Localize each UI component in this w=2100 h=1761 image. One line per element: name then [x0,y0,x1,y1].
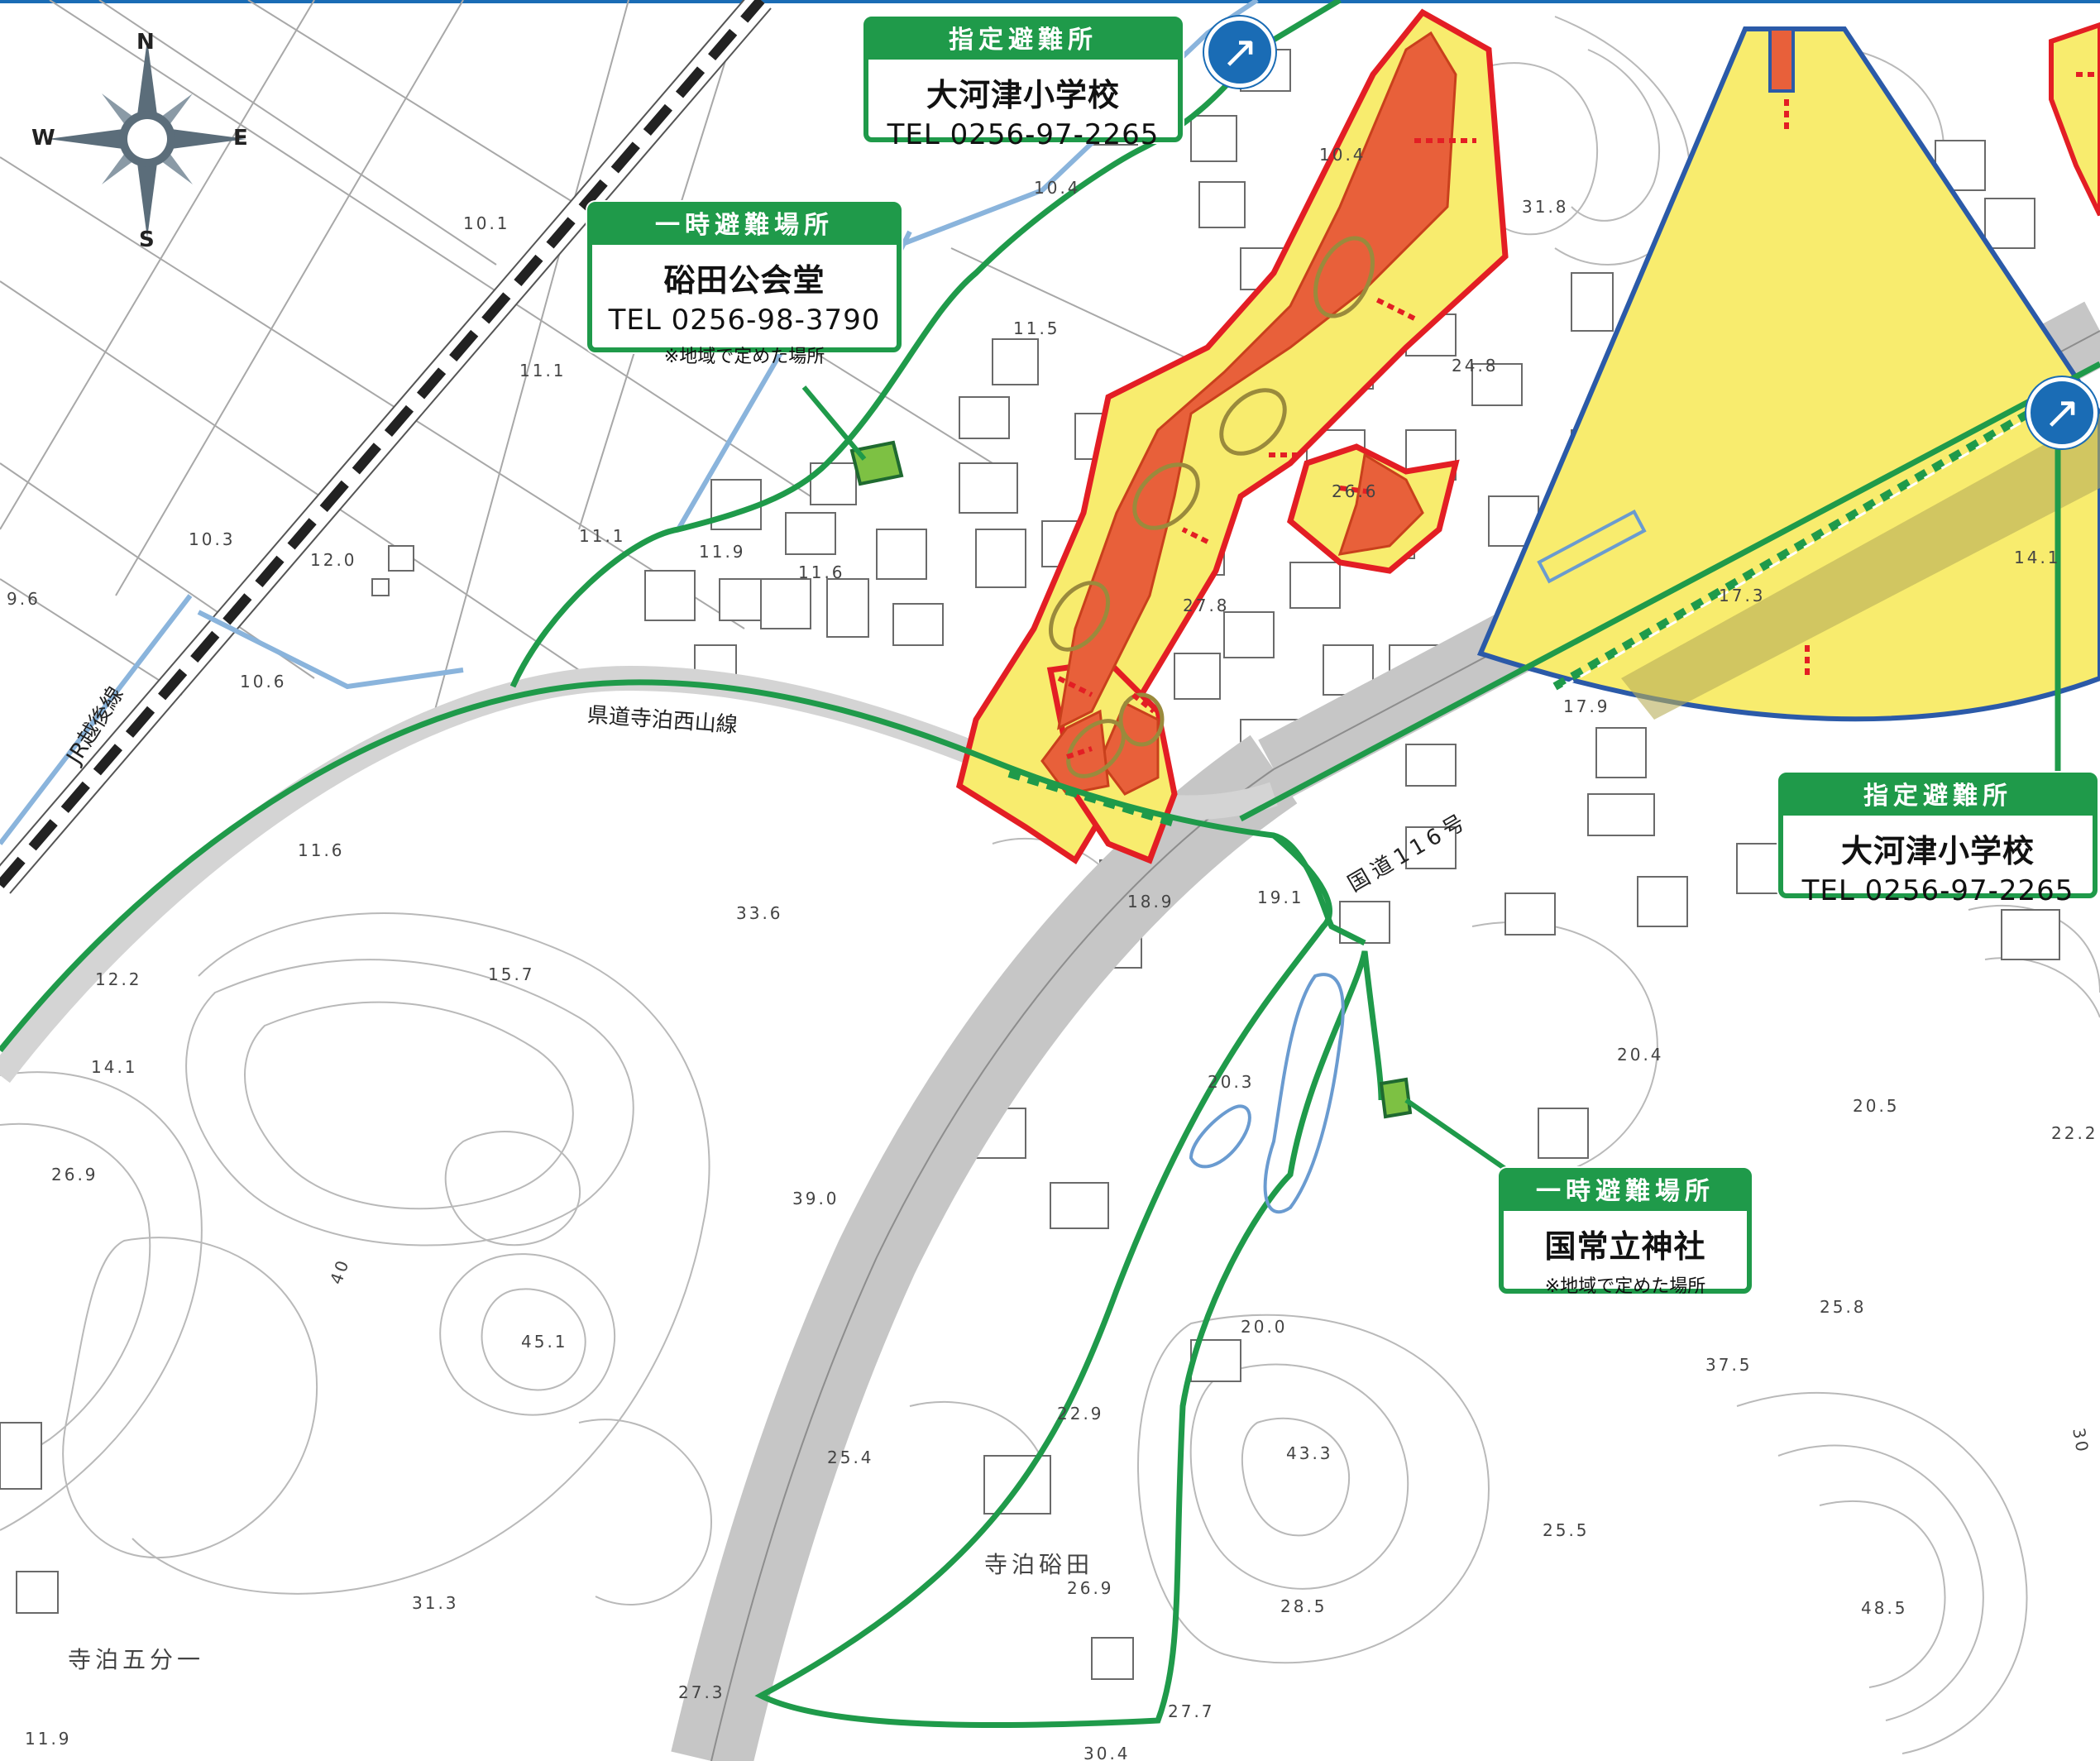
elevation-label: 11.9 [25,1729,72,1749]
elevation-label: 20.0 [1241,1317,1288,1337]
elevation-label: 11.1 [519,361,567,380]
elevation-label: 39.0 [792,1189,840,1208]
water-areas [1189,973,1345,1214]
compass-icon [48,40,246,238]
elevation-label: 11.6 [798,562,845,582]
elevation-label: 27.8 [1183,596,1230,615]
elevation-label: 28.5 [1280,1596,1327,1616]
elevation-label: 27.7 [1168,1701,1215,1721]
callout-designated-shelter-top[interactable]: 指定避難所 大河津小学校 TEL 0256-97-2265 [863,17,1183,151]
arrow-up-right-icon[interactable]: ↗ [2026,377,2098,448]
elevation-label: 25.5 [1543,1520,1590,1540]
arrow-up-right-icon[interactable]: ↗ [1204,17,1275,88]
elevation-label: 10.1 [463,213,510,233]
elevation-label: 15.7 [488,964,535,984]
elevation-label: 30 [2069,1426,2093,1456]
callout-temporary-hall[interactable]: 一時避難場所 硲田公会堂 TEL 0256-98-3790 ※地域で定めた場所 [587,202,902,367]
elevation-label: 25.4 [827,1448,874,1467]
elevation-label: 26.9 [51,1165,98,1184]
elevation-label: 12.0 [310,550,357,570]
elevation-label: 11.6 [298,840,345,860]
elevation-label: 48.5 [1861,1598,1908,1618]
elevation-label: 10.4 [1034,178,1081,198]
elevation-label: 24.8 [1452,356,1499,376]
elevation-label: 14.1 [91,1057,138,1077]
elevation-label: 25.8 [1820,1297,1867,1317]
elevation-label: 30.4 [1083,1744,1131,1761]
callout-name: 国常立神社 [1544,1228,1706,1265]
elevation-label: 14.1 [2014,548,2061,567]
elevation-label: 10.4 [1319,145,1366,165]
compass-south: S [139,227,155,252]
elevation-label: 31.3 [412,1593,459,1613]
shelter-markers [849,440,1413,1119]
callout-designated-shelter-right[interactable]: 指定避難所 大河津小学校 TEL 0256-97-2265 [1778,773,2098,907]
landslide-markers [1048,236,1375,778]
elevation-label: 45.1 [521,1332,568,1352]
elevation-label: 27.3 [678,1682,725,1702]
callout-temporary-shrine[interactable]: 一時避難場所 国常立神社 ※地域で定めた場所 [1499,1168,1752,1297]
elevation-label: 11.1 [579,526,626,546]
elevation-label: 26.9 [1067,1578,1114,1598]
callout-tel: TEL 0256-98-3790 [608,304,881,337]
railway [0,0,772,894]
callout-name: 硲田公会堂 [663,262,825,299]
elevation-label: 10.3 [189,529,236,549]
elevation-label: 17.3 [1719,586,1766,605]
elevation-label: 33.6 [736,903,783,923]
leader-lines [801,385,1515,1177]
callout-header: 一時避難場所 [1504,1173,1747,1211]
callout-tel: TEL 0256-97-2265 [887,118,1160,151]
elevation-label: 17.9 [1563,696,1610,716]
elevation-label: 9.6 [7,589,41,609]
elevation-label: 20.4 [1617,1045,1664,1065]
elevation-label: 43.3 [1286,1443,1333,1463]
elevation-label: 31.8 [1522,197,1569,217]
elevation-label: 20.5 [1853,1096,1900,1116]
elevation-label: 11.9 [699,542,746,562]
callout-header: 一時避難場所 [592,207,897,245]
callout-name: 大河津小学校 [1840,833,2035,869]
elevation-label: 22.2 [2051,1123,2098,1143]
elevation-label: 12.2 [95,969,142,989]
elevation-label: 37.5 [1705,1355,1753,1375]
elevation-label: 22.9 [1057,1404,1104,1424]
elevation-label: 26.6 [1332,481,1379,501]
elevation-label: 20.3 [1208,1072,1255,1092]
elevation-label: 10.6 [240,672,287,691]
callout-header: 指定避難所 [868,22,1178,60]
place-label-sakoda: 寺泊硲田 [984,1551,1094,1578]
compass-east: E [233,126,248,151]
elevation-label: 18.9 [1127,892,1174,912]
callout-note: ※地域で定めた場所 [663,347,825,367]
callout-tel: TEL 0256-97-2265 [1801,874,2074,907]
flow-arrows [1057,72,2100,759]
elevation-label: 11.5 [1013,318,1060,338]
callout-name: 大河津小学校 [926,77,1120,113]
callout-header: 指定避難所 [1783,778,2093,816]
compass-north: N [136,30,155,55]
callout-note: ※地域で定めた場所 [1544,1276,1706,1297]
compass-west: W [31,126,55,151]
place-label-gobuichi: 寺泊五分一 [68,1646,205,1673]
elevation-label: 19.1 [1257,888,1304,907]
